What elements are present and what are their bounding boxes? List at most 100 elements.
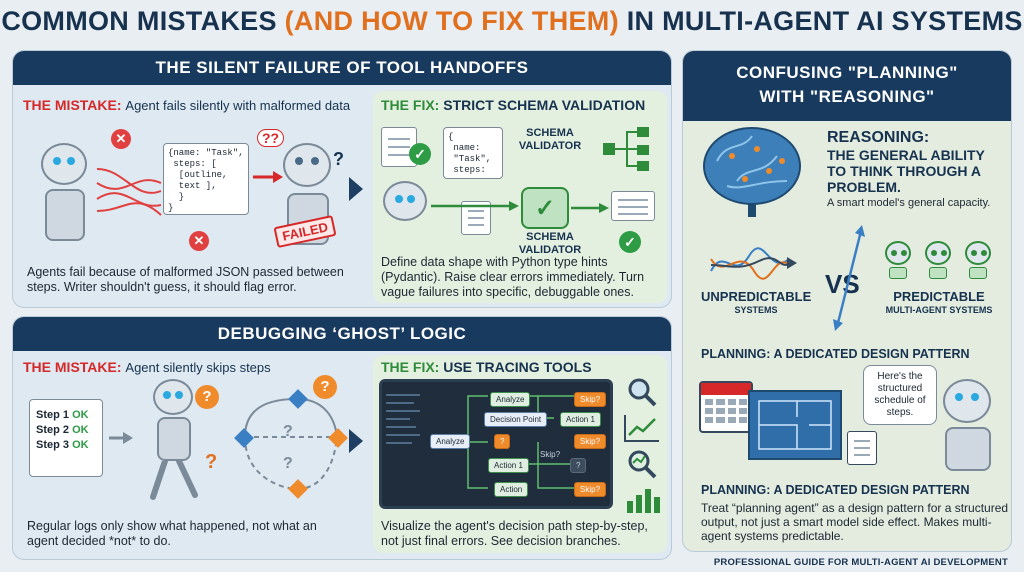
planner-robot-body	[945, 427, 991, 471]
reasoning-definition: THE GENERAL ABILITY TO THINK THROUGH A P…	[827, 147, 985, 195]
fix-heading: THE FIX: STRICT SCHEMA VALIDATION	[381, 97, 645, 113]
malformed-json-card: {name: "Task", steps: [ [outline, text ]…	[163, 143, 249, 215]
validator-label-top: SCHEMA VALIDATOR	[518, 127, 582, 152]
mistake-heading: THE MISTAKE: Agent silently skips steps	[23, 359, 271, 375]
output-list-icon	[611, 191, 655, 221]
title-part1: COMMON MISTAKES	[1, 6, 285, 36]
speech-bubble: Here's the structured schedule of steps.	[863, 365, 937, 425]
question-icon: ?	[195, 385, 219, 409]
unpredictable-sub: SYSTEMS	[734, 305, 778, 315]
step-row: Step 3 OK	[36, 439, 89, 451]
planning-description: Treat “planning agent” as a design patte…	[701, 501, 1009, 543]
planner-robot-head	[943, 379, 991, 423]
flow-arrow-icon	[431, 201, 519, 211]
magnifier-chart-icon	[628, 450, 657, 479]
schema-validator-box: ✓	[521, 187, 569, 229]
mistake-label: THE MISTAKE:	[23, 97, 122, 113]
trace-node[interactable]: ?	[570, 458, 587, 473]
step-row: Step 2 OK	[36, 424, 89, 436]
fix-heading: THE FIX: USE TRACING TOOLS	[381, 359, 592, 375]
planning-heading-2: PLANNING: A DEDICATED DESIGN PATTERN	[701, 483, 970, 497]
ghost-logic-banner: DEBUGGING ‘GHOST’ LOGIC	[13, 317, 671, 351]
predictable-sub: MULTI-AGENT SYSTEMS	[885, 305, 993, 315]
planning-panel: CONFUSING "PLANNING" WITH "REASONING" RE…	[682, 50, 1012, 552]
screen-sidebar	[386, 388, 426, 500]
fix-text: STRICT SCHEMA VALIDATION	[443, 97, 646, 113]
trace-node-skip[interactable]: Skip?	[574, 434, 607, 449]
arrow-icon	[109, 432, 133, 444]
error-x-icon: ✕	[111, 129, 131, 149]
mistake-text: Agent silently skips steps	[125, 360, 271, 375]
bar-chart-icon	[627, 489, 660, 513]
magnifier-icon	[628, 378, 657, 407]
diagonal-arrow-icon	[833, 225, 865, 331]
structure-tree-icon	[603, 127, 649, 171]
walking-robot-body	[157, 417, 191, 461]
walking-robot-head	[153, 379, 193, 415]
log-steps-doc: Step 1 OK Step 2 OK Step 3 OK	[29, 399, 103, 477]
fix-text: USE TRACING TOOLS	[443, 359, 592, 375]
robot-receiver-head	[283, 143, 331, 187]
mistake-description: Regular logs only show what happened, no…	[27, 519, 317, 548]
robot-sender-body	[45, 189, 85, 241]
validator-label-bottom: SCHEMA VALIDATOR	[518, 231, 582, 256]
check-icon: ✓	[409, 143, 431, 165]
checklist-icon	[847, 431, 877, 465]
question-mark-icon: ?	[333, 149, 344, 169]
title-part2: (AND HOW TO FIX THEM)	[284, 6, 619, 36]
chaotic-lines-icon	[710, 247, 797, 280]
fix-label: THE FIX:	[381, 97, 440, 113]
red-arrow-icon	[253, 171, 283, 183]
confused-bubble: ??	[257, 129, 285, 147]
robot-fix-head	[383, 181, 427, 221]
trace-node[interactable]: Action 1	[560, 412, 601, 427]
error-x-icon: ✕	[189, 231, 209, 251]
reasoning-note: A smart model's general capacity.	[827, 197, 991, 209]
trace-node[interactable]: Action	[494, 482, 529, 497]
transition-arrow-icon	[349, 429, 363, 453]
trace-node[interactable]: Analyze	[430, 434, 471, 449]
check-icon: ✓	[619, 231, 641, 253]
tangled-arrows-icon	[96, 168, 162, 216]
trace-node-skip[interactable]: ?	[494, 434, 511, 449]
trend-chart-icon	[624, 415, 659, 442]
flow-arrow-icon	[571, 203, 609, 213]
tool-handoffs-panel: THE SILENT FAILURE OF TOOL HANDOFFS THE …	[12, 50, 672, 308]
planning-banner: CONFUSING "PLANNING" WITH "REASONING"	[683, 51, 1011, 121]
unpredictable-label: UNPREDICTABLE	[701, 289, 812, 304]
calendar-icon	[699, 381, 753, 433]
robot-sender-head	[41, 143, 87, 185]
page-title: COMMON MISTAKES (AND HOW TO FIX THEM) IN…	[0, 6, 1024, 37]
mistake-label: THE MISTAKE:	[23, 359, 122, 375]
question-icon: ?	[313, 375, 337, 399]
trace-node[interactable]: Analyze	[490, 392, 531, 407]
question-mark-icon: ?	[283, 423, 293, 440]
brain-icon	[703, 127, 801, 217]
fix-description: Define data shape with Python type hints…	[381, 255, 645, 299]
robot-legs	[150, 461, 198, 500]
question-mark-icon: ?	[283, 455, 293, 472]
planning-heading: PLANNING: A DEDICATED DESIGN PATTERN	[701, 347, 970, 361]
blueprint-icon	[748, 390, 842, 460]
trace-node-skip[interactable]: Skip?	[574, 392, 607, 407]
robot-team-icon	[881, 241, 1001, 281]
mistake-text: Agent fails silently with malformed data	[125, 98, 351, 113]
tool-handoffs-banner: THE SILENT FAILURE OF TOOL HANDOFFS	[13, 51, 671, 85]
fix-description: Visualize the agent's decision path step…	[381, 519, 648, 548]
tracing-tool-screen: Analyze Skip? Decision Point Action 1 An…	[379, 379, 613, 509]
mistake-description: Agents fail because of malformed JSON pa…	[27, 265, 344, 294]
trace-label: Skip?	[540, 450, 561, 459]
trace-node[interactable]: Action 1	[488, 458, 529, 473]
question-mark-icon: ?	[205, 451, 218, 473]
fix-label: THE FIX:	[381, 359, 440, 375]
footer-caption: PROFESSIONAL GUIDE FOR MULTI-AGENT AI DE…	[713, 557, 1008, 568]
trace-node[interactable]: Decision Point	[484, 412, 548, 427]
predictable-label: PREDICTABLE	[893, 289, 985, 304]
valid-json-card: { name: "Task", steps:	[443, 127, 503, 179]
step-row: Step 1 OK	[36, 409, 89, 421]
vs-label: VS	[825, 269, 860, 299]
reasoning-title: REASONING:	[827, 129, 930, 146]
title-part3: IN MULTI-AGENT AI SYSTEMS	[618, 6, 1023, 36]
trace-node-skip[interactable]: Skip?	[574, 482, 607, 497]
mistake-heading: THE MISTAKE: Agent fails silently with m…	[23, 97, 350, 113]
